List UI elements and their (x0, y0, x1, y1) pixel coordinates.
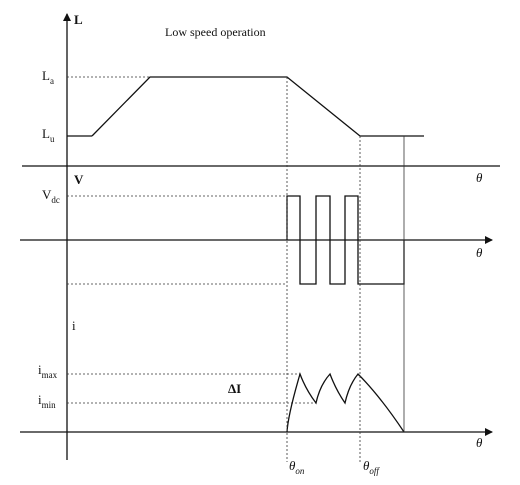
level-label-lu: Lu (42, 126, 55, 144)
inductance-axis-label: L (74, 12, 83, 27)
diagram-title: Low speed operation (165, 25, 266, 39)
theta-off-label: θoff (363, 458, 380, 476)
theta-on-label: θon (289, 458, 305, 476)
level-label-la: La (42, 68, 54, 86)
inductance-profile (91, 76, 424, 137)
delta-i-label: ΔI (228, 381, 241, 396)
level-label-imin: imin (38, 392, 56, 410)
level-label-vdc: Vdc (42, 187, 60, 205)
voltage-theta-label: θ (476, 245, 483, 260)
level-label-imax: imax (38, 362, 58, 380)
inductance-theta-label: θ (476, 170, 483, 185)
current-theta-label: θ (476, 435, 483, 450)
current-waveform (286, 371, 405, 433)
voltage-axis-label: V (74, 172, 84, 187)
current-axis-label: i (72, 318, 76, 333)
voltage-pulse-train (286, 195, 405, 285)
